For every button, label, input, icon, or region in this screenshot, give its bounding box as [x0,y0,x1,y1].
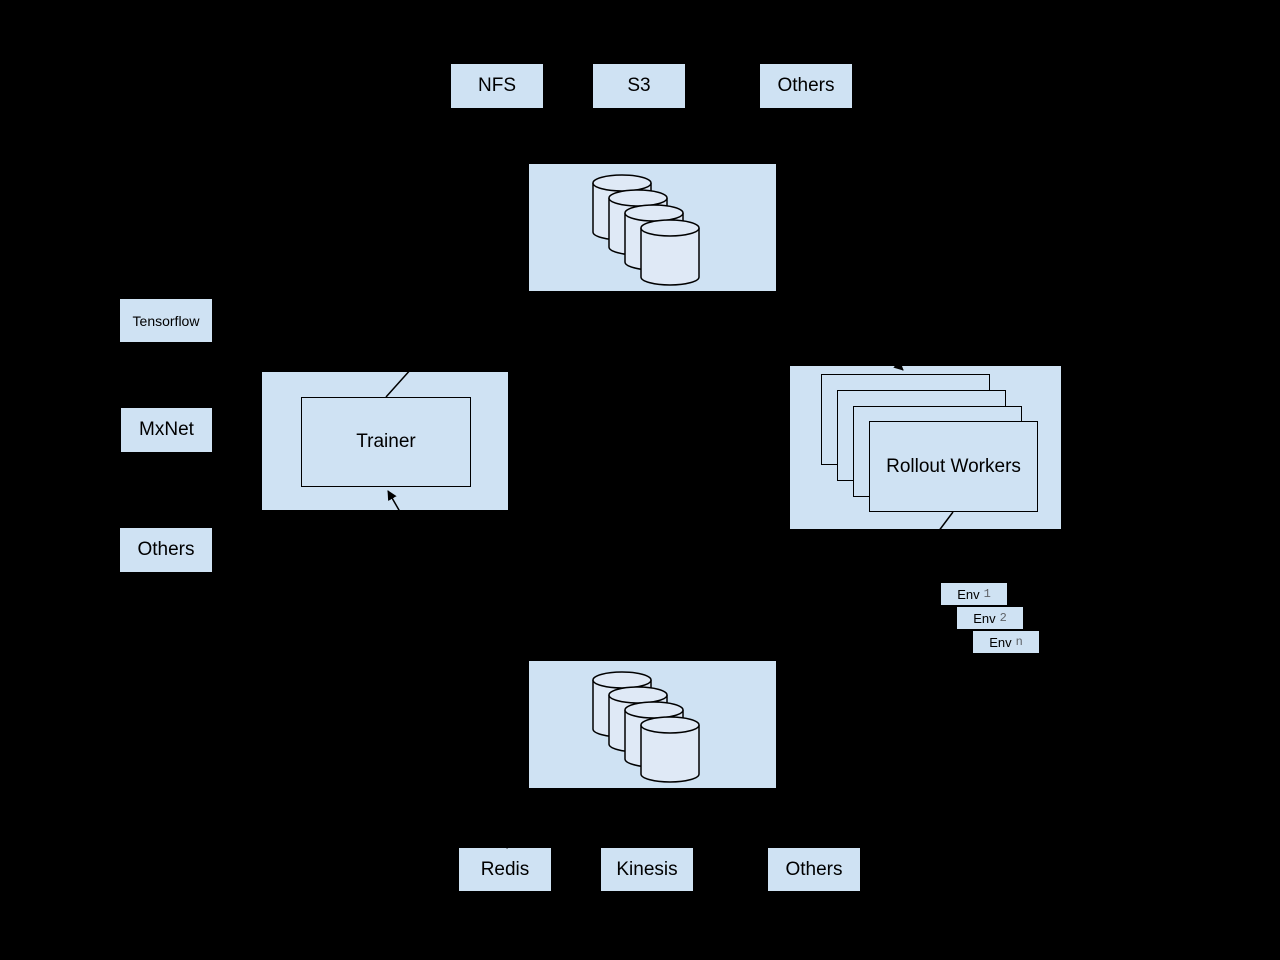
trainer-box: Trainer [301,397,471,487]
storage-label-nfs: NFS [478,75,516,96]
queue-label-kinesis: Kinesis [616,858,678,880]
trainer-label: Trainer [356,431,416,452]
env-box-n: Env n [973,631,1039,653]
arrow-redis-in [506,838,517,849]
replay-store-box [529,661,776,788]
storage-box-others: Others [760,64,852,108]
rollout-workers-label: Rollout Workers [886,455,1021,477]
storage-label-others: Others [777,75,835,96]
framework-label-tensorflow: Tensorflow [132,312,200,329]
env-box-1: Env 1 [941,583,1007,605]
rollout-worker-card-front: Rollout Workers [869,421,1038,512]
env-label: Env [973,610,996,626]
rollout-workers-container: Rollout Workers [790,366,1061,529]
database-cylinders-icon [592,174,700,286]
queue-label-redis: Redis [480,858,530,880]
env-index: 1 [983,587,991,601]
storage-box-nfs: NFS [451,64,543,108]
database-cylinders-icon [592,671,700,783]
framework-label-others: Others [137,539,195,560]
env-label: Env [989,634,1012,650]
queue-box-kinesis: Kinesis [601,848,693,891]
env-index: n [1015,635,1023,649]
framework-box-tensorflow: Tensorflow [120,299,212,342]
storage-box-s3: S3 [593,64,685,108]
queue-box-others: Others [768,848,860,891]
storage-label-s3: S3 [627,75,651,96]
queue-label-others: Others [785,858,843,880]
framework-label-mxnet: MxNet [139,419,194,440]
queue-box-redis: Redis [459,848,551,891]
framework-box-others: Others [120,528,212,572]
trainer-container: Trainer [262,372,508,510]
env-label: Env [957,586,980,602]
env-index: 2 [999,611,1007,625]
env-box-2: Env 2 [957,607,1023,629]
model-store-box [529,164,776,291]
framework-box-mxnet: MxNet [121,408,212,452]
